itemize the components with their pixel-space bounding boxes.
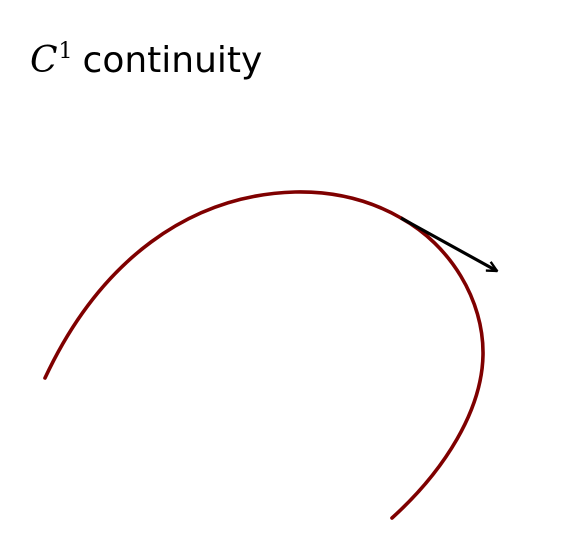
- title-symbol: C: [30, 40, 58, 81]
- tangent-arrow: [400, 216, 497, 273]
- curve-segment-right: [390, 216, 485, 520]
- curve-segment-left: [43, 190, 403, 380]
- title: C1 continuity: [30, 28, 262, 85]
- title-text: continuity: [82, 40, 263, 81]
- title-superscript: 1: [58, 39, 73, 64]
